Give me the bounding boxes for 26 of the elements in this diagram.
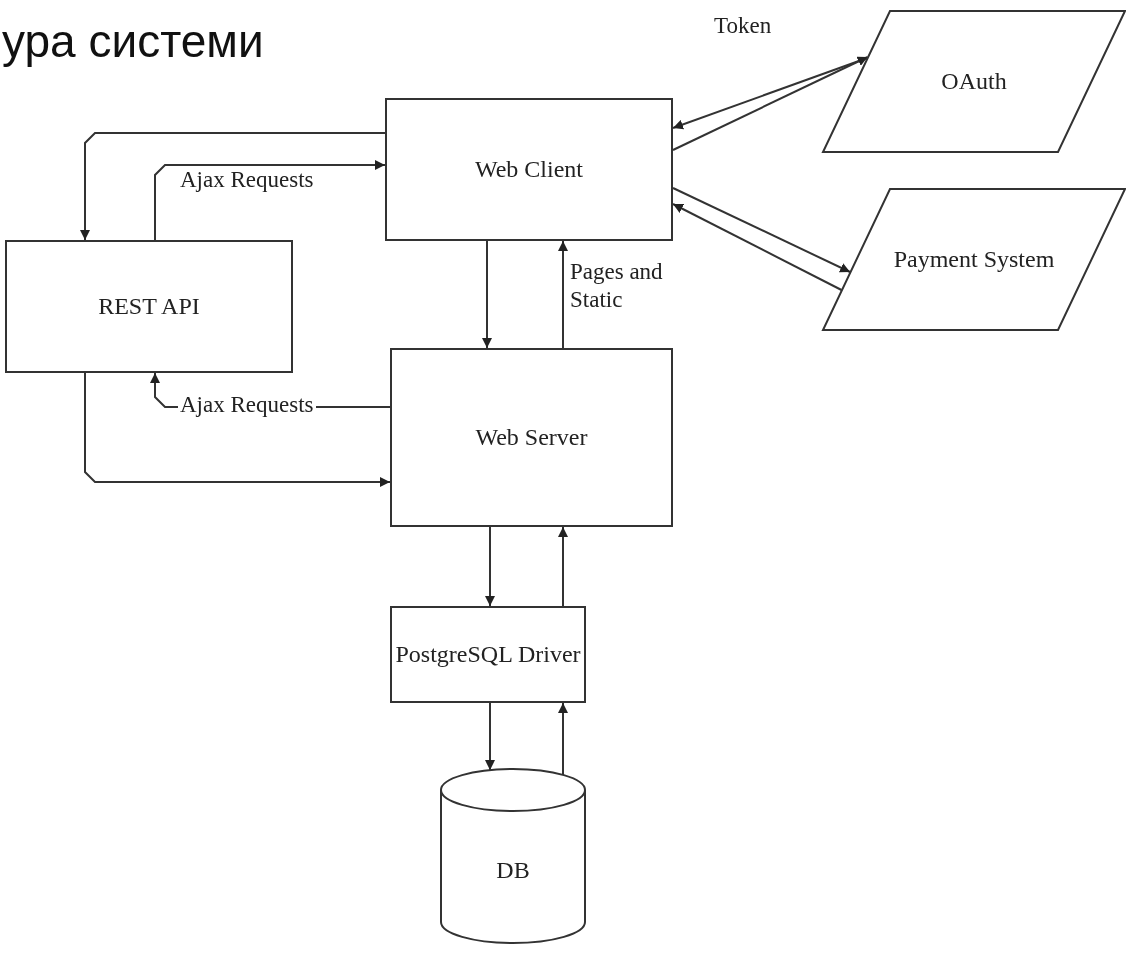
diagram-title: ура системи (2, 14, 264, 68)
arrow (558, 526, 568, 607)
process-box (390, 348, 673, 527)
node-label: Payment System (893, 246, 1055, 273)
process-box (385, 98, 673, 241)
arrow (154, 160, 386, 241)
node-label: Web Client (474, 156, 583, 183)
node-label: OAuth (941, 68, 1007, 95)
node-label: DB (496, 856, 530, 884)
arrow (485, 702, 495, 772)
arrow (558, 240, 568, 349)
arrow (80, 132, 386, 241)
arrow (672, 56, 869, 151)
arrow (672, 187, 852, 273)
process-box (390, 606, 586, 703)
arrow (558, 702, 568, 776)
node-label: PostgreSQL Driver (395, 641, 581, 668)
arrow (482, 240, 492, 349)
process-box (5, 240, 293, 373)
node-label: Web Server (475, 424, 588, 451)
node-label: REST API (98, 293, 200, 320)
arrow (485, 526, 495, 607)
data-parallelogram (822, 10, 1126, 153)
arrow (672, 203, 843, 291)
database-cylinder (440, 768, 586, 944)
data-parallelogram (822, 188, 1126, 331)
